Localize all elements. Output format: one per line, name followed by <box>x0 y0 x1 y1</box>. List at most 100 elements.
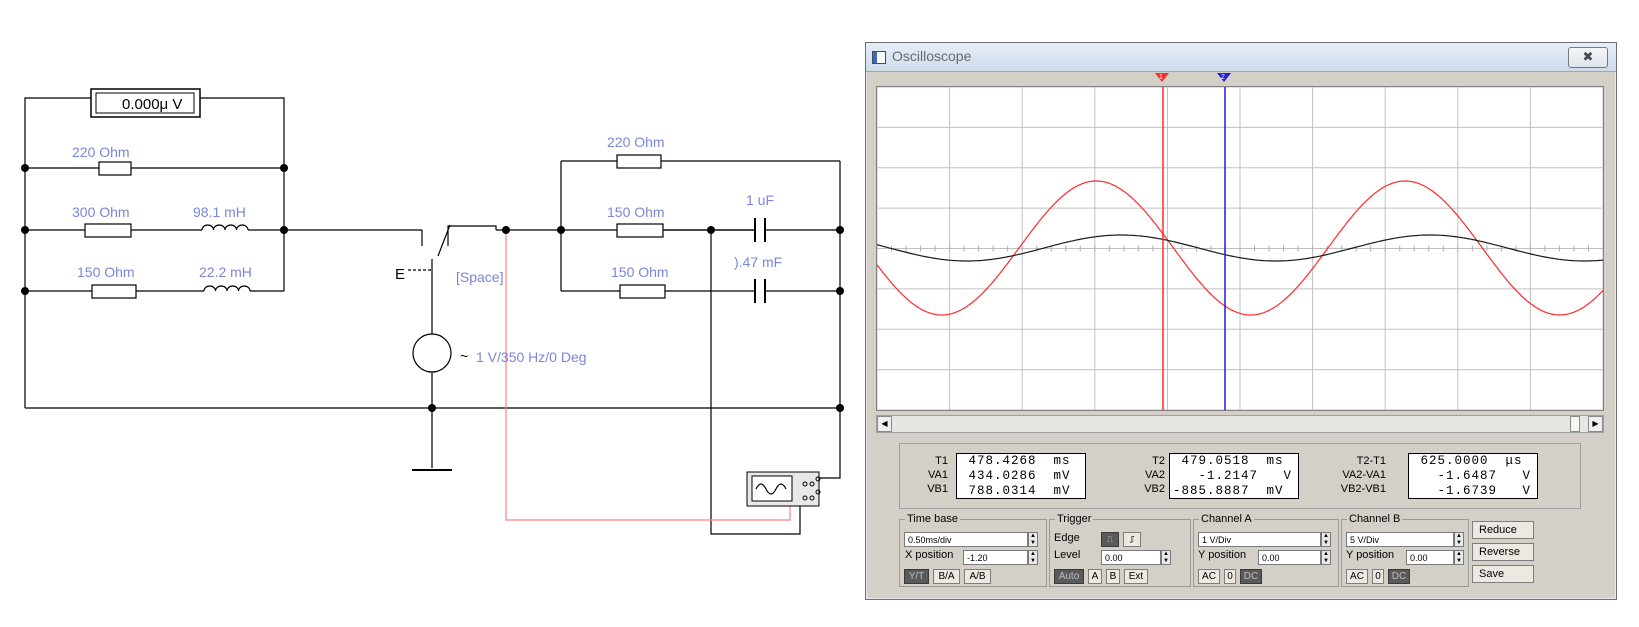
channel-a-trace <box>876 180 1604 316</box>
value-vb2: -885.8887 mV <box>1173 484 1284 498</box>
title-bar[interactable]: Oscilloscope ✖ <box>866 43 1616 72</box>
cursor-2-marker[interactable] <box>1217 73 1231 82</box>
channel-b-ac-button[interactable]: AC <box>1346 569 1368 584</box>
horizontal-scrollbar[interactable]: ◀ ▶ <box>876 415 1604 433</box>
label-l-98: 98.1 mH <box>193 204 246 220</box>
readout-t1-box: 478.4268 ms 434.0286 mV 788.0314 mV <box>956 453 1086 499</box>
switch-key: E <box>395 266 405 283</box>
label-r-300: 300 Ohm <box>72 204 130 220</box>
label-t1: T1 <box>935 455 948 467</box>
value-t2: 479.0518 ms <box>1173 454 1284 468</box>
channel-a-scale-spinner-icon[interactable]: ▲▼ <box>1321 532 1331 547</box>
value-dt: 625.0000 μs <box>1412 454 1523 468</box>
scroll-right-arrow-icon[interactable]: ▶ <box>1588 416 1603 432</box>
channel-a-group: Channel A <box>1193 513 1339 587</box>
channel-b-zero-button[interactable]: 0 <box>1372 569 1384 584</box>
trigger-a-button[interactable]: A <box>1088 569 1102 584</box>
source-label: 1 V/350 Hz/0 Deg <box>476 349 587 365</box>
label-t2: T2 <box>1152 455 1165 467</box>
ba-mode-button[interactable]: B/A <box>933 569 960 584</box>
label-vb2-vb1: VB2-VB1 <box>1340 483 1386 495</box>
channel-a-ypos-field[interactable]: 0.00 <box>1258 550 1321 565</box>
rising-edge-icon[interactable]: ⎍ <box>1101 532 1119 547</box>
channel-b-legend: Channel B <box>1349 513 1401 525</box>
xpos-field[interactable]: -1.20 <box>963 550 1028 565</box>
channel-a-zero-button[interactable]: 0 <box>1224 569 1236 584</box>
label-c-1uf: 1 uF <box>746 192 774 208</box>
label-c-047: ).47 mF <box>734 254 782 270</box>
label-va2-va1: VA2-VA1 <box>1342 469 1386 481</box>
value-vb1: 788.0314 mV <box>960 484 1071 498</box>
timebase-group: Time base <box>899 513 1047 587</box>
channel-a-scale-field[interactable]: 1 V/Div <box>1198 532 1321 547</box>
channel-a-dc-button[interactable]: DC <box>1240 569 1262 584</box>
level-label: Level <box>1054 549 1081 561</box>
window-title: Oscilloscope <box>892 48 972 64</box>
channel-b-ypos-label: Y position <box>1346 549 1395 561</box>
label-r-150-right-top: 150 Ohm <box>607 204 665 220</box>
timebase-scale-field[interactable]: 0.50ms/div <box>904 532 1028 547</box>
source-tilde: ~ <box>460 348 468 364</box>
trigger-level-field[interactable]: 0.00 <box>1101 550 1161 565</box>
channel-b-ypos-spinner-icon[interactable]: ▲▼ <box>1454 550 1464 565</box>
cursor-2-number: 2 <box>1221 74 1225 81</box>
cursor-1-number: 1 <box>1159 74 1163 81</box>
channel-a-legend: Channel A <box>1201 513 1252 525</box>
yt-mode-button[interactable]: Y/T <box>904 569 929 584</box>
channel-a-ypos-label: Y position <box>1198 549 1247 561</box>
trigger-auto-button[interactable]: Auto <box>1054 569 1084 584</box>
label-vb2: VB2 <box>1144 483 1165 495</box>
channel-b-trace <box>876 234 1604 262</box>
value-va2: -1.2147 V <box>1173 469 1293 483</box>
readout-delta-box: 625.0000 μs -1.6487 V -1.6739 V <box>1408 453 1538 499</box>
trigger-legend: Trigger <box>1057 513 1092 525</box>
edge-label: Edge <box>1054 532 1080 544</box>
trigger-ext-button[interactable]: Ext <box>1124 569 1148 584</box>
trigger-b-button[interactable]: B <box>1106 569 1120 584</box>
label-va1: VA1 <box>928 469 948 481</box>
channel-b-ypos-field[interactable]: 0.00 <box>1406 550 1454 565</box>
label-r-220-left: 220 Ohm <box>72 144 130 160</box>
timebase-spinner-icon[interactable]: ▲▼ <box>1028 532 1038 547</box>
oscilloscope-window[interactable]: Oscilloscope ✖ 1 2 ◀ ▶ T1 VA1 VB1 478.42… <box>865 42 1617 600</box>
channel-b-dc-button[interactable]: DC <box>1388 569 1410 584</box>
label-r-150-left: 150 Ohm <box>77 264 135 280</box>
channel-a-ypos-spinner-icon[interactable]: ▲▼ <box>1321 550 1331 565</box>
voltmeter-reading: 0.000μ V <box>122 96 182 113</box>
value-t1: 478.4268 ms <box>960 454 1071 468</box>
channel-b-scale-spinner-icon[interactable]: ▲▼ <box>1454 532 1464 547</box>
circuit-schematic: 0.000μ V 220 Ohm 300 Ohm 98.1 mH 150 Ohm… <box>21 88 844 535</box>
label-r-150-right-bottom: 150 Ohm <box>611 264 669 280</box>
value-dva: -1.6487 V <box>1412 469 1532 483</box>
cursor-marker-bar: 1 2 <box>1155 73 1231 82</box>
scroll-left-arrow-icon[interactable]: ◀ <box>877 416 892 432</box>
trigger-group: Trigger <box>1049 513 1191 587</box>
save-button[interactable]: Save <box>1472 565 1534 583</box>
falling-edge-icon[interactable]: ⎎ <box>1123 532 1141 547</box>
cursor-1-marker[interactable] <box>1155 73 1169 82</box>
scroll-thumb[interactable] <box>1570 416 1580 432</box>
level-spinner-icon[interactable]: ▲▼ <box>1161 550 1171 565</box>
scope-display[interactable] <box>876 86 1604 411</box>
value-va1: 434.0286 mV <box>960 469 1071 483</box>
reduce-button[interactable]: Reduce <box>1472 521 1534 539</box>
label-vb1: VB1 <box>927 483 948 495</box>
label-l-22: 22.2 mH <box>199 264 252 280</box>
reverse-button[interactable]: Reverse <box>1472 543 1534 561</box>
timebase-legend: Time base <box>907 513 958 525</box>
channel-b-scale-field[interactable]: 5 V/Div <box>1346 532 1454 547</box>
xpos-label: X position <box>905 549 954 561</box>
channel-a-ac-button[interactable]: AC <box>1198 569 1220 584</box>
value-dvb: -1.6739 V <box>1412 484 1532 498</box>
scope-plot <box>876 86 1604 411</box>
close-button[interactable]: ✖ <box>1568 47 1608 68</box>
oscilloscope-app-icon <box>872 51 886 64</box>
channel-b-group: Channel B <box>1341 513 1469 587</box>
cursor-readout-panel: T1 VA1 VB1 478.4268 ms 434.0286 mV 788.0… <box>899 443 1581 509</box>
ab-mode-button[interactable]: A/B <box>964 569 991 584</box>
readout-t2-box: 479.0518 ms -1.2147 V-885.8887 mV <box>1169 453 1299 499</box>
label-va2: VA2 <box>1145 469 1165 481</box>
xpos-spinner-icon[interactable]: ▲▼ <box>1028 550 1038 565</box>
switch-label: [Space] <box>456 269 503 285</box>
label-r-220-right: 220 Ohm <box>607 134 665 150</box>
